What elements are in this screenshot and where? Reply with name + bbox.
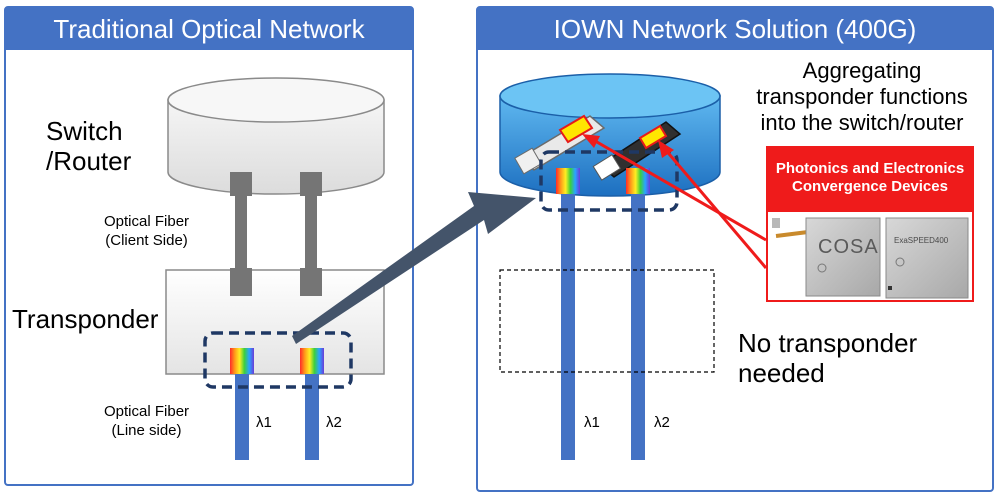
iown-network-title: IOWN Network Solution (400G) xyxy=(478,8,992,50)
no-transponder-label: No transponder needed xyxy=(738,328,917,388)
iown-fiber-lambda2 xyxy=(631,190,645,460)
transponder-client-port-1 xyxy=(230,268,252,296)
line-fiber-line2: (Line side) xyxy=(111,422,182,439)
aggregating-line3: into the switch/router xyxy=(760,110,964,135)
aggregating-line2: transponder functions xyxy=(756,84,968,109)
migration-arrow xyxy=(292,192,536,344)
chip-device-image xyxy=(885,217,969,299)
switch-label-line1: Switch xyxy=(46,116,123,146)
removed-transponder-placeholder xyxy=(499,269,715,373)
cosa-label: COSA xyxy=(818,236,879,258)
iown-transceiver-lambda2 xyxy=(626,168,650,194)
line-fiber-lambda1 xyxy=(235,372,249,460)
transponder-box xyxy=(165,269,385,375)
switch-router-cylinder-iown xyxy=(499,73,721,197)
aggregating-line1: Aggregating xyxy=(802,58,922,83)
transponder-label: Transponder xyxy=(12,304,159,334)
client-fiber-label: Optical Fiber (Client Side) xyxy=(104,212,189,250)
transponder-client-port-2 xyxy=(300,268,322,296)
pluggable-module-2 xyxy=(592,121,682,181)
chip-label: ExaSPEED400 xyxy=(894,236,949,245)
transceiver-lambda2 xyxy=(300,348,324,374)
no-transponder-line1: No transponder xyxy=(738,328,918,358)
no-transponder-line2: needed xyxy=(738,358,825,388)
transceiver-lambda1 xyxy=(230,348,254,374)
client-fiber-line2: (Client Side) xyxy=(105,232,188,249)
line-fiber-lambda2 xyxy=(305,372,319,460)
left-lambda1-label: λ1 xyxy=(256,414,272,431)
switch-router-label: Switch /Router xyxy=(46,116,131,176)
integrated-function-highlight xyxy=(539,150,679,212)
left-lambda2-label: λ2 xyxy=(326,414,342,431)
cosa-device-image xyxy=(772,217,881,297)
device-pointer-arrows xyxy=(582,134,768,269)
device-box-title: Photonics and Electronics Convergence De… xyxy=(766,146,974,210)
line-fiber-line1: Optical Fiber xyxy=(104,403,190,420)
switch-router-cylinder xyxy=(167,77,385,195)
line-fiber-label: Optical Fiber (Line side) xyxy=(104,402,189,440)
iown-fiber-lambda1 xyxy=(561,190,575,460)
right-lambda2-label: λ2 xyxy=(654,414,670,431)
switch-label-line2: /Router xyxy=(46,146,132,176)
traditional-network-title: Traditional Optical Network xyxy=(6,8,412,50)
right-lambda1-label: λ1 xyxy=(584,414,600,431)
aggregating-description: Aggregating transponder functions into t… xyxy=(734,58,990,136)
transponder-function-highlight xyxy=(203,331,353,389)
client-fiber-line1: Optical Fiber xyxy=(104,213,190,230)
pluggable-module-1 xyxy=(514,114,606,175)
iown-transceiver-lambda1 xyxy=(556,168,580,194)
